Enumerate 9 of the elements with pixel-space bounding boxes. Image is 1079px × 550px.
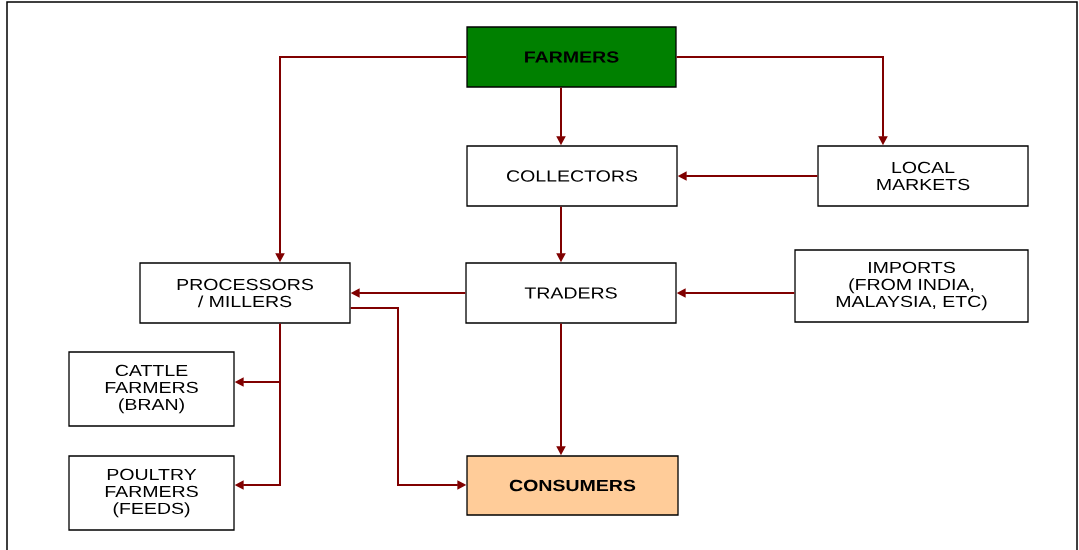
process-box: CATTLE FARMERS (BRAN) [68,351,235,427]
process-box: LOCAL MARKETS [817,145,1029,207]
process-box: COLLECTORS [466,145,678,207]
process-box: IMPORTS (FROM INDIA, MALAYSIA, ETC) [794,249,1029,323]
process-box: FARMERS [466,26,677,88]
process-box: CONSUMERS [466,455,679,516]
process-box: POULTRY FARMERS (FEEDS) [68,455,235,531]
process-box: TRADERS [465,262,677,324]
process-box: PROCESSORS / MILLERS [139,262,351,324]
